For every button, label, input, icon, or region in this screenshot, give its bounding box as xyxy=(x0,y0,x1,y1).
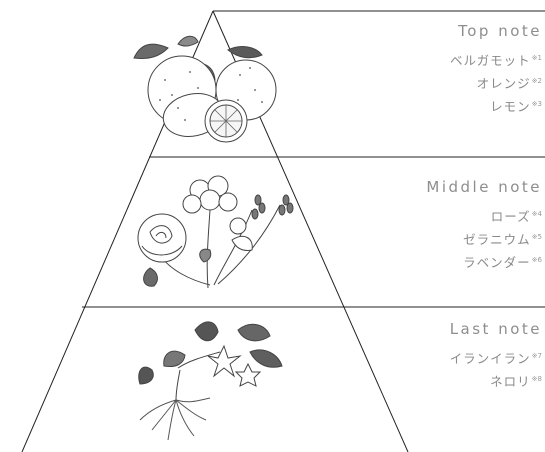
note-name: ラベンダー xyxy=(463,255,531,270)
note-item: オレンジ※2 xyxy=(450,71,542,94)
note-name: ゼラニウム xyxy=(463,232,531,247)
note-mark: ※7 xyxy=(531,352,542,360)
note-item: レモン※3 xyxy=(450,94,542,117)
note-mark: ※4 xyxy=(531,210,542,218)
note-mark: ※2 xyxy=(531,77,542,85)
note-mark: ※3 xyxy=(531,100,542,108)
note-mark: ※6 xyxy=(531,256,542,264)
ylang-ylang-neroli-icon xyxy=(138,321,283,441)
citrus-fruits-icon xyxy=(133,35,277,143)
note-name: レモン xyxy=(490,99,531,114)
note-item: ネロリ※8 xyxy=(450,369,542,392)
note-name: オレンジ xyxy=(476,76,531,91)
note-mark: ※1 xyxy=(531,54,542,62)
note-item: ラベンダー※6 xyxy=(426,250,542,273)
note-item: ベルガモット※1 xyxy=(450,48,542,71)
note-mark: ※8 xyxy=(531,375,542,383)
tier-title: Top note xyxy=(458,22,542,40)
note-item: ローズ※4 xyxy=(426,204,542,227)
note-item: イランイラン※7 xyxy=(450,346,542,369)
note-name: ローズ xyxy=(490,209,531,224)
tier-title: Last note xyxy=(449,320,542,338)
note-name: ネロリ xyxy=(490,374,531,389)
tier-top-note: Top note ベルガモット※1 オレンジ※2 レモン※3 xyxy=(450,22,542,117)
note-mark: ※5 xyxy=(531,233,542,241)
tier-last-note: Last note イランイラン※7 ネロリ※8 xyxy=(450,320,542,392)
tier-middle-note: Middle note ローズ※4 ゼラニウム※5 ラベンダー※6 xyxy=(426,178,542,273)
note-name: イランイラン xyxy=(449,351,531,366)
rose-geranium-lavender-icon xyxy=(137,175,294,289)
note-name: ベルガモット xyxy=(450,53,531,68)
tier-title: Middle note xyxy=(426,178,542,196)
note-item: ゼラニウム※5 xyxy=(426,227,542,250)
